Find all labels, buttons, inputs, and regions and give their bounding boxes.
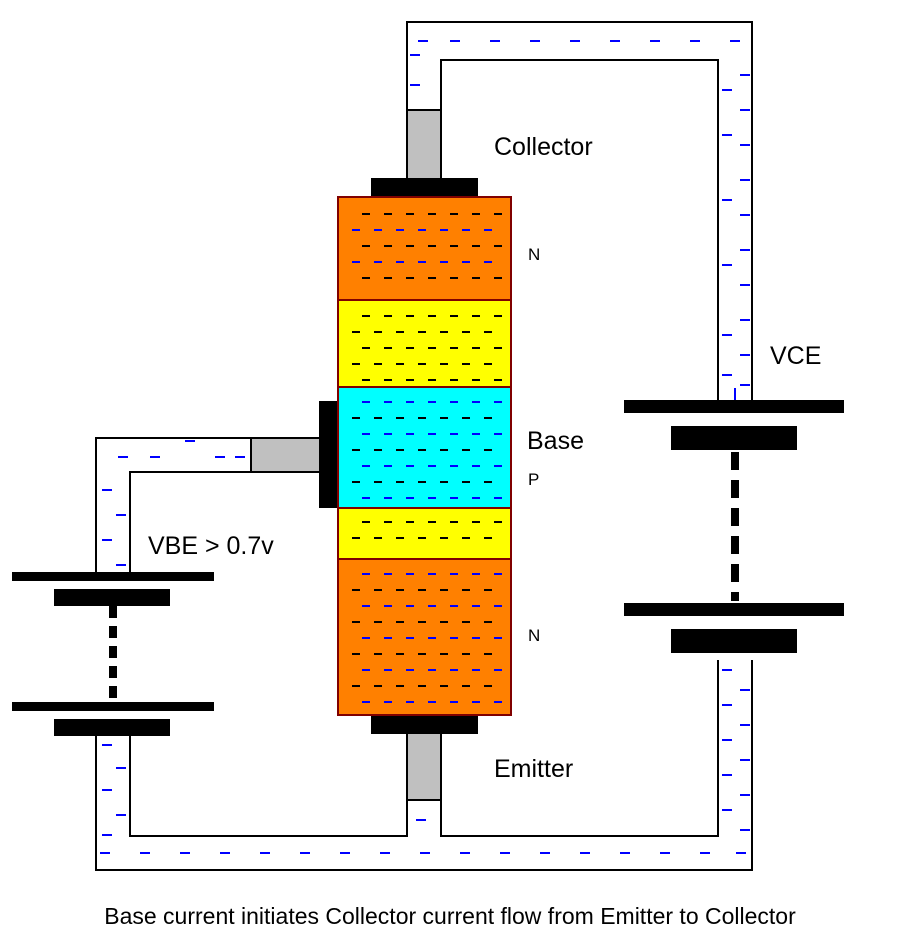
emitter-wire-inner-left	[129, 735, 408, 837]
collector-wire-inner	[440, 59, 719, 400]
base-contact	[319, 401, 339, 508]
collector-label: Collector	[494, 133, 593, 161]
emitter-depletion-region	[337, 507, 512, 560]
n-top-label: N	[528, 245, 540, 264]
vbe-cell1-long-plate	[12, 572, 214, 581]
emitter-contact	[371, 714, 478, 734]
vce-cell2-short-plate	[671, 629, 797, 653]
diagram-caption: Base current initiates Collector current…	[104, 903, 796, 929]
collector-n-region	[337, 196, 512, 301]
base-p-region	[337, 386, 512, 509]
vce-label: VCE	[770, 342, 821, 370]
vbe-label: VBE > 0.7v	[148, 532, 274, 560]
base-wire-outer	[95, 437, 251, 575]
base-lead	[250, 437, 322, 473]
wire-electrons	[100, 40, 750, 854]
base-wire-inner	[129, 471, 251, 575]
wire-outlines	[95, 21, 753, 871]
p-label: P	[528, 470, 539, 489]
collector-wire-outer	[406, 21, 753, 400]
base-label: Base	[527, 427, 584, 455]
vbe-cell1-short-plate	[54, 589, 170, 606]
emitter-lead	[406, 729, 442, 801]
vbe-cell2-short-plate	[54, 719, 170, 736]
vce-cell2-long-plate	[624, 603, 844, 616]
n-bottom-label: N	[528, 626, 540, 645]
collector-contact	[371, 178, 478, 198]
emitter-label: Emitter	[494, 755, 573, 783]
collector-depletion-region	[337, 299, 512, 388]
vbe-battery	[12, 572, 214, 736]
collector-lead	[406, 109, 442, 181]
vce-cell1-short-plate	[671, 426, 797, 450]
vce-cell1-long-plate	[624, 400, 844, 413]
emitter-wire-inner-right	[440, 660, 719, 837]
vbe-cell2-long-plate	[12, 702, 214, 711]
vce-battery	[624, 400, 844, 653]
transistor-body	[337, 196, 512, 716]
emitter-wire-right	[95, 660, 753, 871]
carrier-dashes	[352, 213, 502, 703]
